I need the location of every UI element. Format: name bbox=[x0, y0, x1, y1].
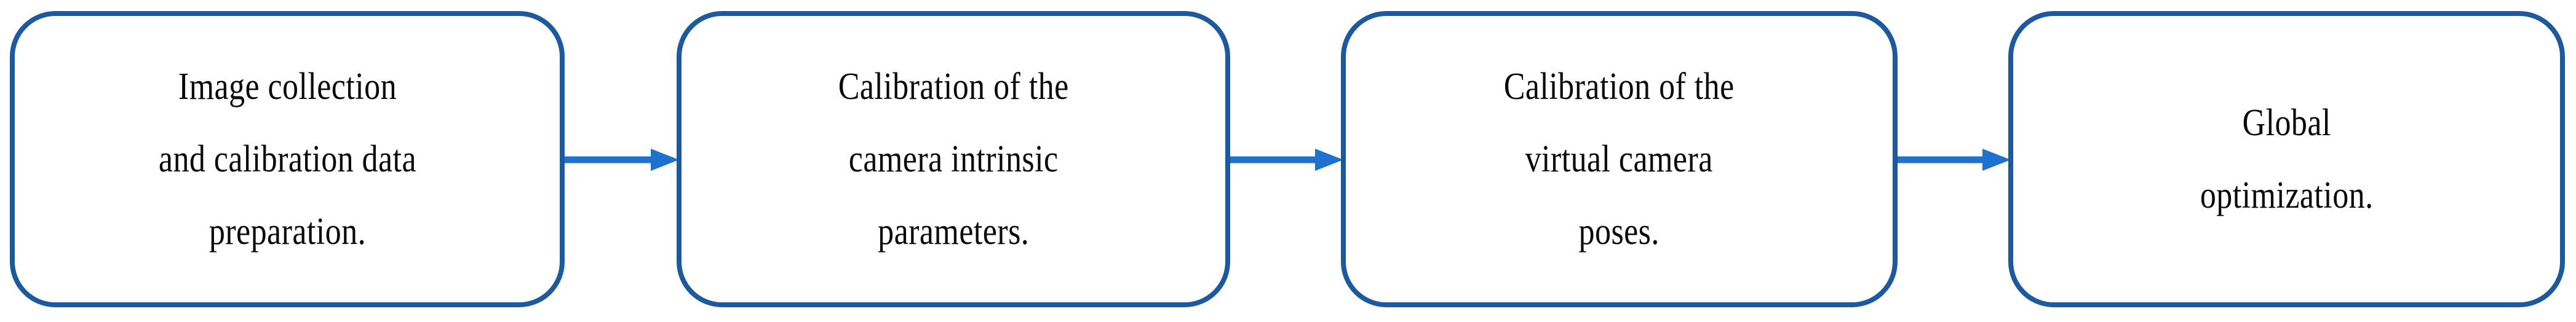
flow-node-step-2[interactable]: Calibration of the camera intrinsic para… bbox=[677, 11, 1230, 307]
flow-node-step-3[interactable]: Calibration of the virtual camera poses. bbox=[1341, 11, 1898, 307]
flow-arrow-step-3-to-step-4 bbox=[1898, 146, 2011, 173]
flow-node-label-step-2: Calibration of the camera intrinsic para… bbox=[838, 66, 1069, 253]
flow-arrow-step-1-to-step-2 bbox=[565, 146, 679, 173]
arrow-head-icon bbox=[1315, 149, 1343, 171]
flow-node-step-4[interactable]: Global optimization. bbox=[2008, 11, 2565, 307]
arrow-head-icon bbox=[651, 149, 679, 171]
flow-arrow-step-2-to-step-3 bbox=[1230, 146, 1343, 173]
flow-node-step-1[interactable]: Image collection and calibration data pr… bbox=[10, 11, 565, 307]
flow-node-label-step-4: Global optimization. bbox=[2200, 102, 2374, 216]
arrow-head-icon bbox=[1982, 149, 2011, 171]
flow-node-label-step-3: Calibration of the virtual camera poses. bbox=[1504, 66, 1735, 253]
flow-node-label-step-1: Image collection and calibration data pr… bbox=[158, 66, 416, 253]
